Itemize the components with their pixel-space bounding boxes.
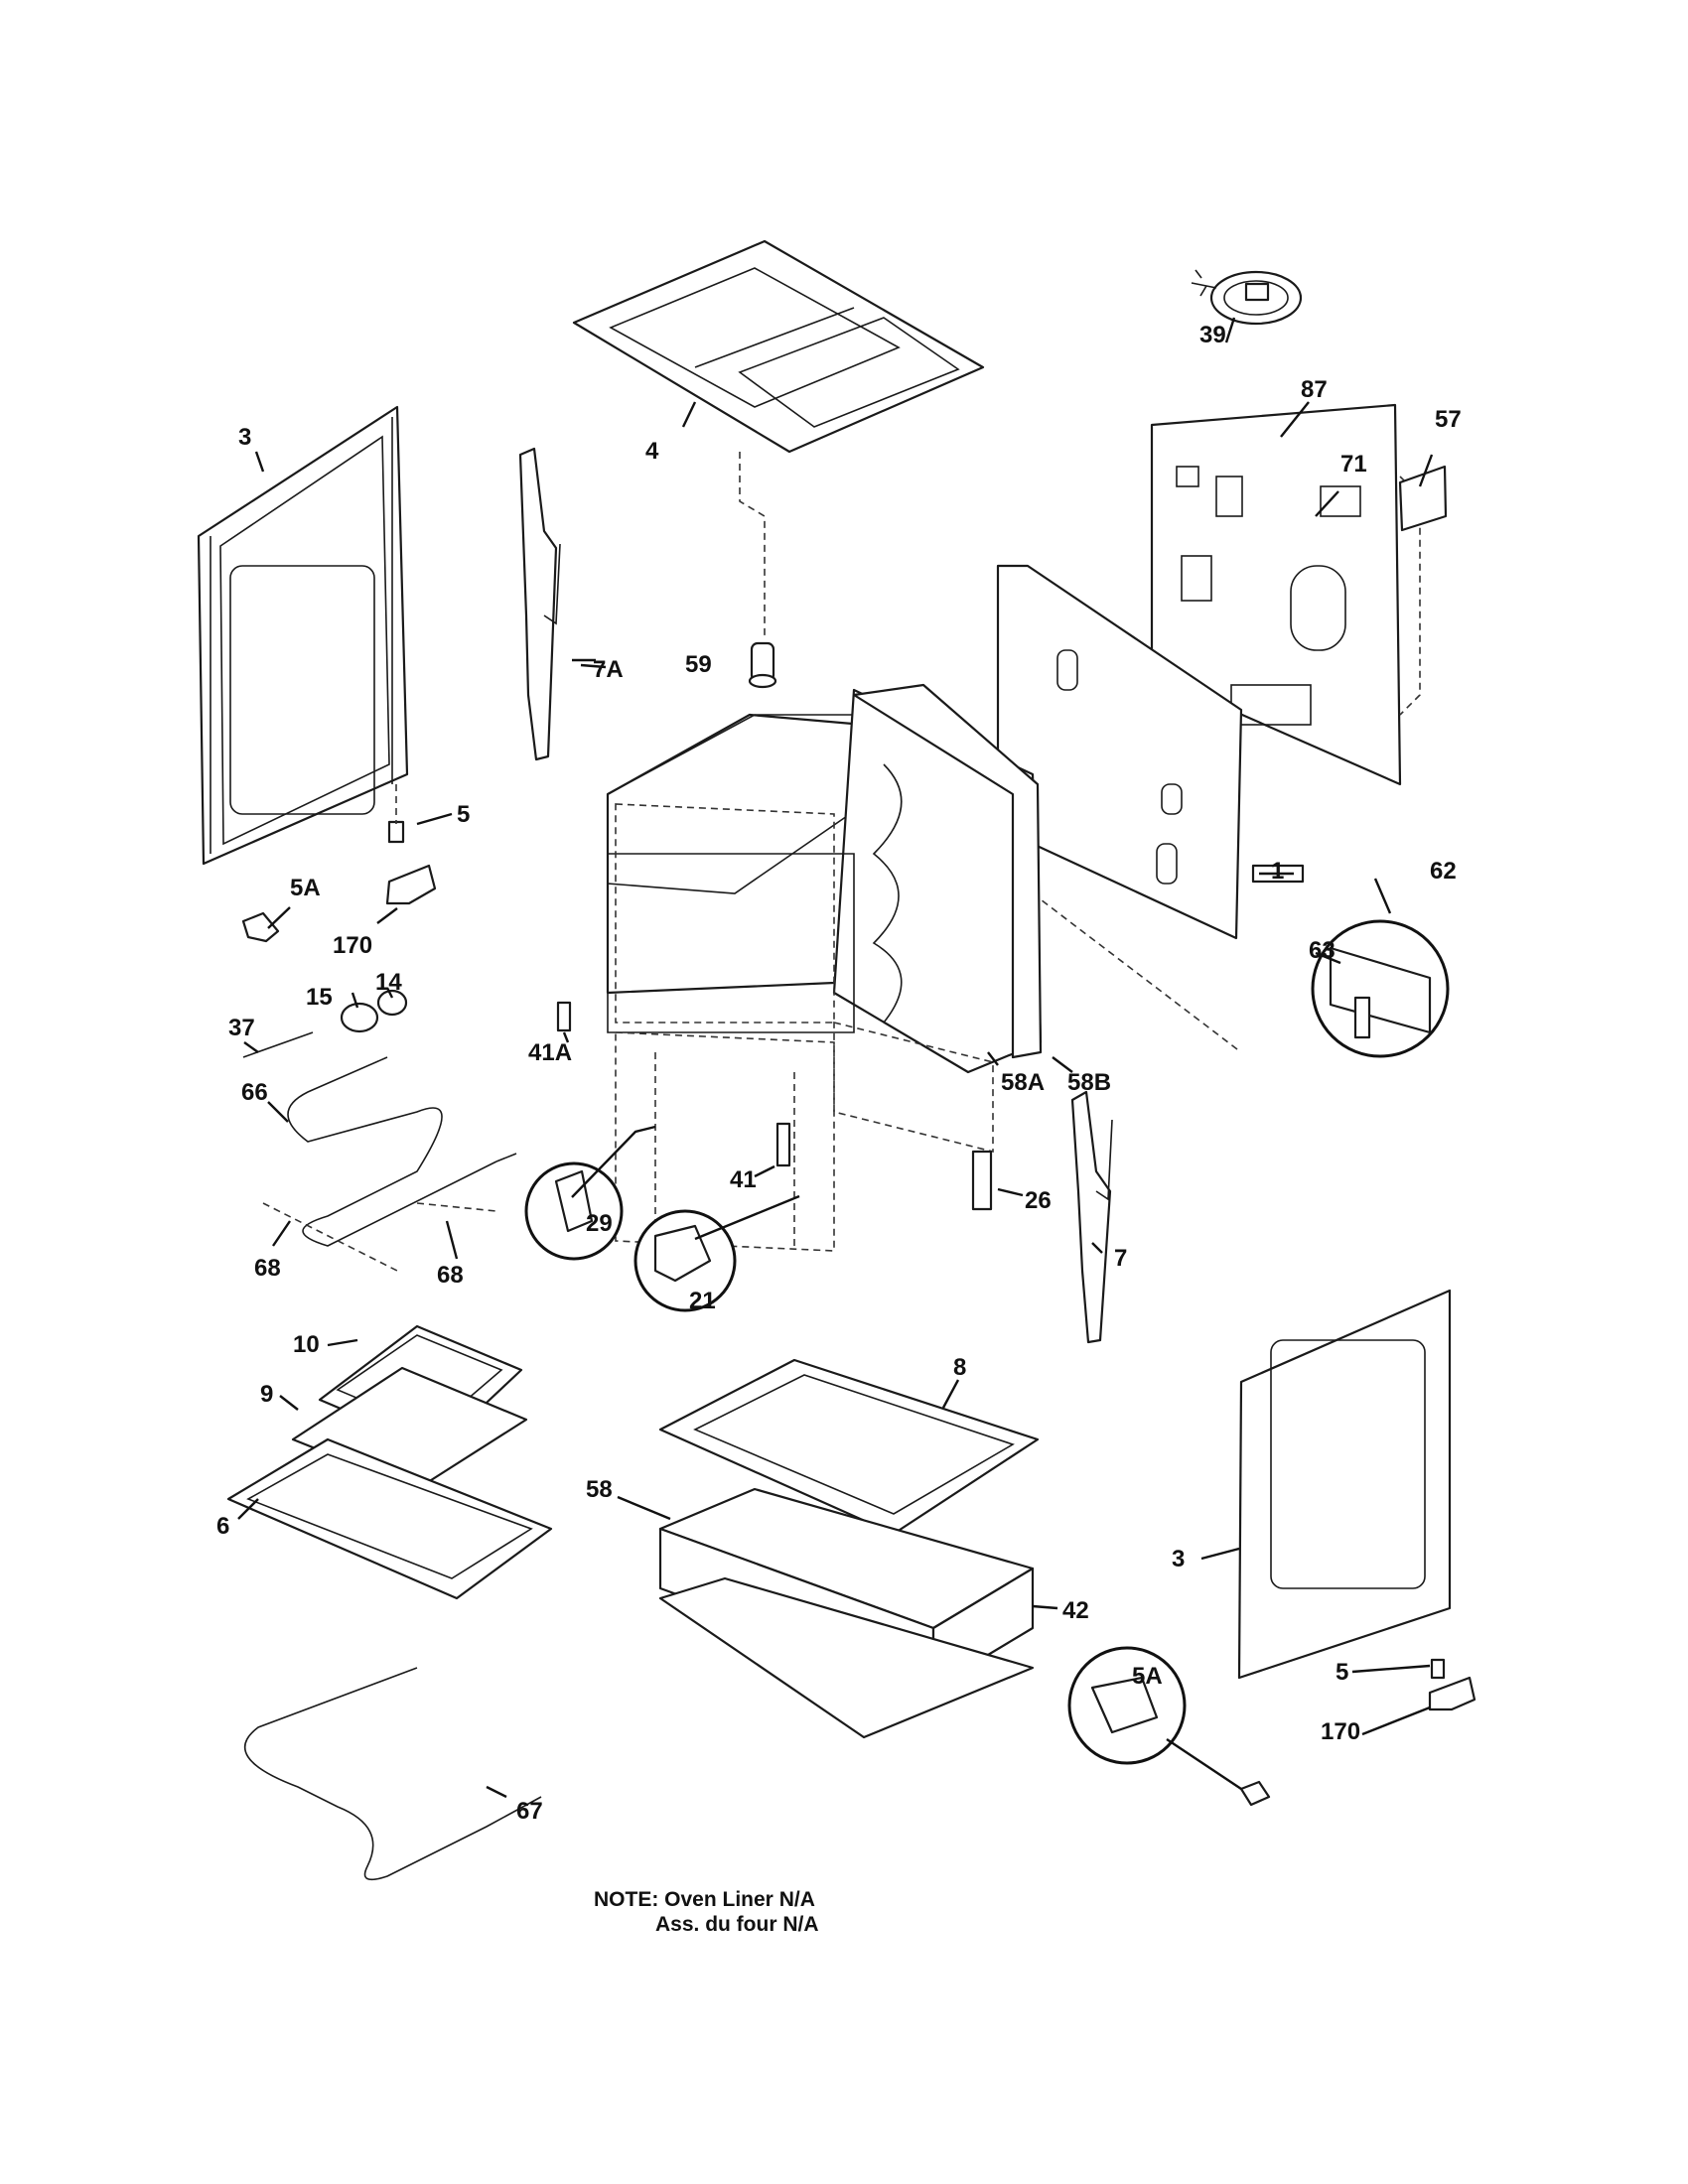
part-170-hinge-bracket-right bbox=[1428, 1676, 1477, 1711]
part-14-lamp-socket bbox=[376, 989, 408, 1017]
callout-5a-right bbox=[1067, 1646, 1187, 1765]
label-58b: 58B bbox=[1067, 1069, 1111, 1096]
label-42: 42 bbox=[1062, 1597, 1089, 1624]
part-5-hinge-receiver-left bbox=[387, 784, 405, 844]
callout-21 bbox=[633, 1209, 737, 1312]
label-8: 8 bbox=[953, 1354, 966, 1381]
label-39: 39 bbox=[1199, 322, 1226, 348]
label-68-right: 68 bbox=[437, 1262, 464, 1289]
label-15: 15 bbox=[306, 984, 333, 1011]
part-41a-bracket bbox=[556, 1001, 572, 1032]
label-58: 58 bbox=[586, 1476, 613, 1503]
label-21: 21 bbox=[689, 1288, 716, 1314]
callout-62 bbox=[1311, 919, 1450, 1058]
part-41-bracket bbox=[775, 1122, 791, 1167]
label-170-left: 170 bbox=[333, 932, 372, 959]
label-58a: 58A bbox=[1001, 1069, 1045, 1096]
label-71: 71 bbox=[1340, 451, 1367, 478]
label-66: 66 bbox=[241, 1079, 268, 1106]
label-5a-left: 5A bbox=[290, 875, 321, 901]
part-number-labels: 39 87 57 71 4 3 7A 59 5 5A 170 14 15 37 … bbox=[216, 322, 1462, 1825]
part-5a-hinge-clip-right bbox=[1239, 1780, 1271, 1807]
part-59-oven-vent bbox=[748, 641, 777, 689]
part-26-bracket bbox=[971, 1150, 993, 1211]
part-6-oven-rack bbox=[226, 1437, 553, 1600]
part-39-power-cord bbox=[1191, 269, 1303, 326]
part-71-rear-panel bbox=[1150, 403, 1421, 786]
part-5a-hinge-clip-left bbox=[241, 911, 280, 943]
label-87: 87 bbox=[1301, 376, 1328, 403]
oven-cavity bbox=[606, 688, 1242, 1252]
label-1: 1 bbox=[1271, 858, 1284, 885]
label-41: 41 bbox=[730, 1166, 757, 1193]
label-67: 67 bbox=[516, 1798, 543, 1825]
label-5-left: 5 bbox=[457, 801, 470, 828]
label-57: 57 bbox=[1435, 406, 1462, 433]
label-14: 14 bbox=[375, 969, 402, 996]
label-5a-right: 5A bbox=[1132, 1663, 1163, 1690]
note-line-2: Ass. du four N/A bbox=[655, 1913, 819, 1936]
part-8-drawer-cover bbox=[658, 1358, 1040, 1536]
part-5-hinge-receiver-right bbox=[1430, 1658, 1446, 1680]
leader-lines bbox=[237, 317, 1434, 1799]
label-10: 10 bbox=[293, 1331, 320, 1358]
part-68-line-b bbox=[416, 1202, 497, 1212]
part-57-cover bbox=[1398, 465, 1448, 532]
part-68-line-a bbox=[262, 1202, 398, 1272]
label-63: 63 bbox=[1309, 937, 1336, 964]
label-29: 29 bbox=[586, 1210, 613, 1237]
label-7a: 7A bbox=[593, 656, 624, 683]
label-37: 37 bbox=[228, 1015, 255, 1041]
part-66-broil-element bbox=[287, 1056, 517, 1247]
part-58b-insulation-panel bbox=[852, 683, 1043, 1059]
part-3-door-right bbox=[1237, 1289, 1452, 1680]
label-6: 6 bbox=[216, 1513, 229, 1540]
part-37-sensor bbox=[242, 1031, 314, 1058]
note-line-1: NOTE: Oven Liner N/A bbox=[594, 1888, 815, 1911]
label-4: 4 bbox=[645, 438, 659, 465]
label-59: 59 bbox=[685, 651, 712, 678]
part-4-top-panel bbox=[572, 239, 985, 635]
label-3-left: 3 bbox=[238, 424, 251, 451]
label-170-right: 170 bbox=[1321, 1718, 1360, 1745]
part-67-bake-element bbox=[243, 1667, 542, 1881]
part-170-hinge-bracket-left bbox=[385, 864, 437, 905]
part-42-drawer-bottom bbox=[658, 1576, 1035, 1739]
label-9: 9 bbox=[260, 1381, 273, 1408]
label-5-right: 5 bbox=[1336, 1659, 1348, 1686]
part-3-door-left bbox=[197, 405, 409, 866]
part-7a-hinge-left bbox=[518, 447, 561, 761]
label-7: 7 bbox=[1114, 1245, 1127, 1272]
label-62: 62 bbox=[1430, 858, 1457, 885]
label-68-left: 68 bbox=[254, 1255, 281, 1282]
part-7-hinge-right bbox=[1070, 1090, 1113, 1344]
part-15-lamp-bulb bbox=[340, 1002, 379, 1033]
label-41a: 41A bbox=[528, 1039, 572, 1066]
label-26: 26 bbox=[1025, 1187, 1052, 1214]
label-3-right: 3 bbox=[1172, 1546, 1185, 1572]
